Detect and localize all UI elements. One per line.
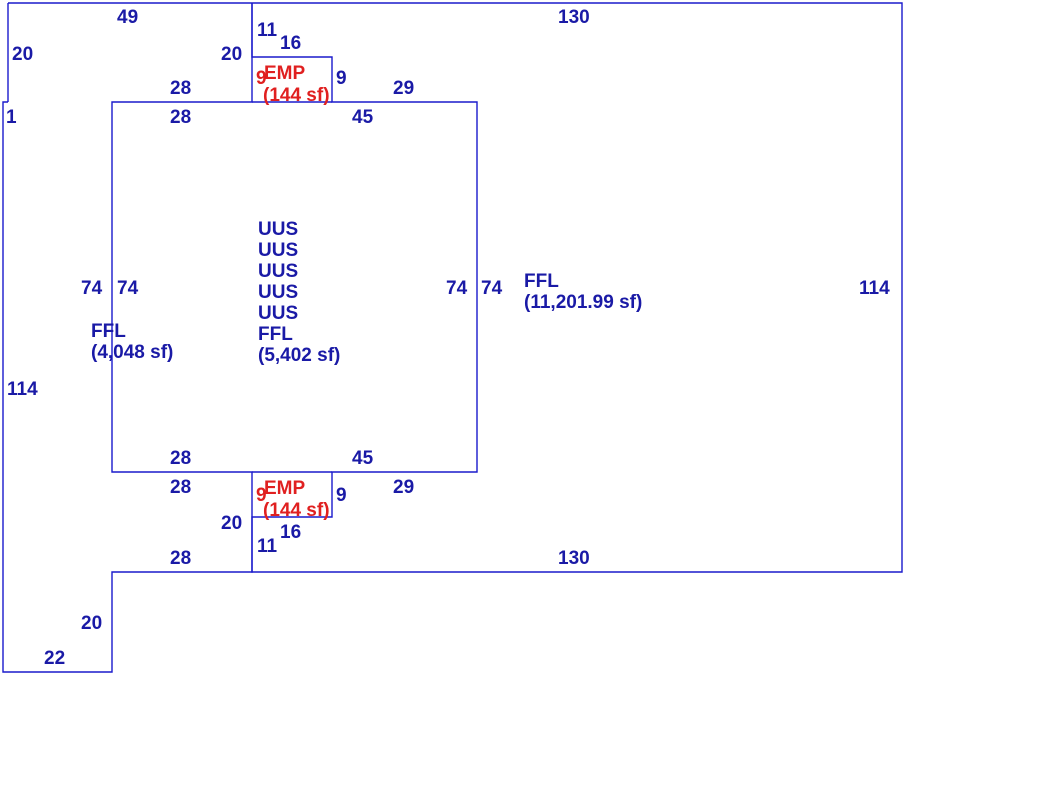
- dim-label: 9: [256, 485, 267, 506]
- dim-label: 49: [117, 7, 138, 28]
- center-area-label: FFL: [258, 324, 293, 345]
- dim-label: 9: [336, 68, 347, 89]
- dim-label: 20: [81, 613, 102, 634]
- dim-label: 45: [352, 448, 374, 469]
- dim-label: 130: [558, 548, 590, 569]
- dim-label: 29: [393, 78, 414, 99]
- left-wing-outline: [2, 3, 253, 673]
- dim-label: 20: [221, 44, 242, 65]
- dim-label: 28: [170, 548, 191, 569]
- dimension-labels: 130 49 20 11 16 20 28 9 9 29 1 28 45 74 …: [6, 7, 890, 669]
- dim-label: 28: [170, 448, 191, 469]
- center-area-size: (5,402 sf): [258, 345, 340, 366]
- dim-label: 28: [170, 78, 191, 99]
- dim-label: 20: [221, 513, 242, 534]
- dim-label: 74: [81, 278, 103, 299]
- dim-label: 16: [280, 522, 301, 543]
- emp-top-area: (144 sf): [263, 85, 330, 106]
- sketch-outline: [2, 2, 903, 673]
- left-area-size: (4,048 sf): [91, 342, 173, 363]
- center-code: UUS: [258, 219, 298, 240]
- dim-label: 28: [170, 477, 191, 498]
- center-code: UUS: [258, 282, 298, 303]
- outer-building-outline: [251, 2, 903, 573]
- dim-label: 130: [558, 7, 590, 28]
- center-code: UUS: [258, 303, 298, 324]
- emp-top-label: EMP: [264, 63, 306, 84]
- dim-label: 74: [446, 278, 468, 299]
- dim-label: 45: [352, 107, 374, 128]
- center-code: UUS: [258, 261, 298, 282]
- dim-label: 11: [257, 20, 278, 41]
- dim-label: 16: [280, 33, 301, 54]
- dim-label: 20: [12, 44, 33, 65]
- dim-label: 9: [256, 68, 267, 89]
- dim-label: 114: [859, 278, 890, 299]
- emp-bottom-label: EMP: [264, 478, 306, 499]
- right-area-size: (11,201.99 sf): [524, 292, 642, 313]
- dim-label: 74: [117, 278, 139, 299]
- dim-label: 9: [336, 485, 347, 506]
- dim-label: 11: [257, 536, 278, 557]
- dim-label: 74: [481, 278, 503, 299]
- dim-label: 22: [44, 648, 65, 669]
- center-code: UUS: [258, 240, 298, 261]
- dim-label: 28: [170, 107, 191, 128]
- emp-bottom-area: (144 sf): [263, 500, 330, 521]
- dim-label: 29: [393, 477, 414, 498]
- dim-label: 1: [6, 107, 17, 128]
- left-area-label: FFL: [91, 321, 126, 342]
- area-labels: EMP (144 sf) EMP (144 sf) UUS UUS UUS UU…: [91, 63, 642, 521]
- dim-label: 114: [7, 379, 38, 400]
- right-area-label: FFL: [524, 271, 559, 292]
